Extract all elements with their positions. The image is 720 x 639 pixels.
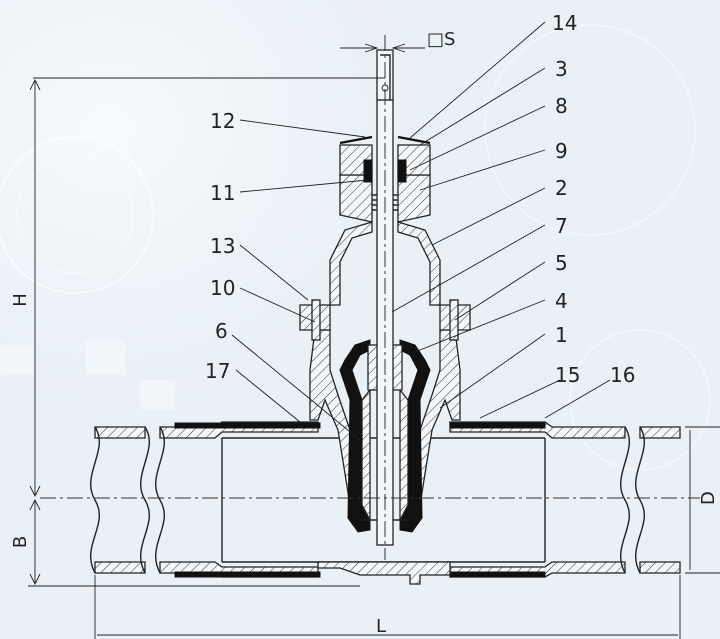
valve-body <box>299 299 471 506</box>
label-15: 15 <box>555 363 580 387</box>
label-12: 12 <box>210 109 235 133</box>
dimension-height: H <box>10 293 31 307</box>
label-7: 7 <box>555 214 568 238</box>
stem <box>376 35 394 560</box>
label-13: 13 <box>210 234 235 258</box>
label-6: 6 <box>215 319 228 343</box>
label-4: 4 <box>555 289 568 313</box>
pipe-body <box>89 421 681 585</box>
label-3: 3 <box>555 57 568 81</box>
dimension-lines <box>28 43 720 639</box>
dimension-base: B <box>10 536 31 548</box>
label-17: 17 <box>205 359 230 383</box>
label-5: 5 <box>555 251 568 275</box>
label-14: 14 <box>552 11 577 35</box>
label-1: 1 <box>555 323 568 347</box>
label-16: 16 <box>610 363 635 387</box>
leader-lines <box>231 21 611 441</box>
label-10: 10 <box>210 276 235 300</box>
label-2: 2 <box>555 176 568 200</box>
label-11: 11 <box>210 181 235 205</box>
label-9: 9 <box>555 139 568 163</box>
label-8: 8 <box>555 94 568 118</box>
part-labels: 14 3 8 9 2 7 5 4 1 15 16 12 11 13 10 6 1… <box>205 11 635 387</box>
dimension-square-stem: □S <box>427 29 455 50</box>
dimension-diameter: D <box>698 491 719 505</box>
dimension-length: L <box>376 616 386 637</box>
dimension-labels: □S H B D L <box>10 29 719 637</box>
bonnet <box>329 135 441 306</box>
